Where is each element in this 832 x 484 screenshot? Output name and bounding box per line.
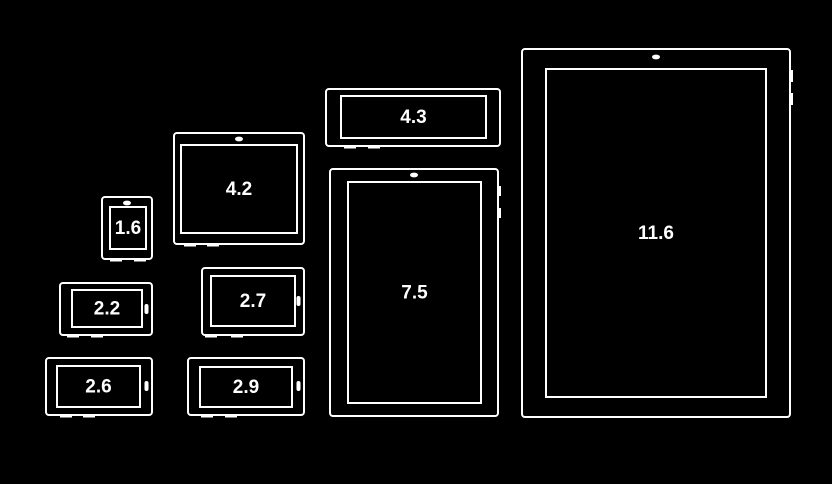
device-display-2-6: 2.6 bbox=[45, 357, 153, 418]
hardware-button-icon bbox=[497, 208, 501, 218]
size-label: 2.7 bbox=[240, 291, 266, 312]
device-bezel bbox=[59, 282, 153, 336]
camera-icon bbox=[235, 136, 243, 142]
size-label: 7.5 bbox=[401, 283, 428, 304]
device-display-1-6: 1.6 bbox=[101, 196, 153, 262]
connector-tab bbox=[207, 244, 219, 247]
device-bezel bbox=[101, 196, 153, 260]
connector-tab bbox=[67, 335, 79, 338]
device-screen bbox=[71, 289, 143, 328]
size-label: 2.2 bbox=[94, 299, 120, 320]
side-button-icon bbox=[144, 381, 149, 391]
connector-tab bbox=[201, 415, 213, 418]
connector-tab bbox=[134, 259, 146, 262]
hardware-button-icon bbox=[789, 93, 793, 105]
connector-tab bbox=[110, 259, 122, 262]
connector-tab bbox=[344, 146, 356, 149]
size-label: 4.3 bbox=[400, 107, 426, 128]
camera-icon bbox=[652, 54, 660, 60]
size-label: 2.9 bbox=[233, 377, 259, 398]
device-bezel bbox=[521, 48, 791, 418]
connector-tab bbox=[83, 415, 95, 418]
device-display-11-6: 11.6 bbox=[521, 48, 793, 418]
device-display-7-5: 7.5 bbox=[329, 168, 501, 417]
side-button-icon bbox=[144, 304, 149, 314]
device-bezel bbox=[187, 357, 305, 416]
device-display-2-9: 2.9 bbox=[187, 357, 305, 418]
device-screen bbox=[347, 181, 482, 404]
device-display-4-3: 4.3 bbox=[325, 88, 501, 149]
device-screen bbox=[210, 275, 296, 327]
connector-tab bbox=[91, 335, 103, 338]
device-screen bbox=[545, 68, 767, 398]
device-screen bbox=[56, 365, 141, 408]
size-label: 11.6 bbox=[638, 223, 674, 244]
connector-tab bbox=[184, 244, 196, 247]
size-label: 4.2 bbox=[226, 179, 252, 200]
device-screen bbox=[109, 206, 147, 250]
device-bezel bbox=[201, 267, 305, 336]
size-label: 1.6 bbox=[115, 218, 141, 239]
connector-tab bbox=[231, 335, 243, 338]
device-bezel bbox=[173, 132, 305, 245]
hardware-button-icon bbox=[497, 186, 501, 196]
connector-tab bbox=[60, 415, 72, 418]
connector-tab bbox=[205, 335, 217, 338]
camera-icon bbox=[410, 172, 418, 178]
camera-icon bbox=[123, 200, 131, 206]
connector-tab bbox=[225, 415, 237, 418]
side-button-icon bbox=[296, 296, 301, 306]
hardware-button-icon bbox=[789, 70, 793, 82]
device-screen bbox=[199, 366, 293, 408]
device-screen bbox=[340, 95, 487, 139]
device-screen bbox=[180, 144, 298, 234]
device-bezel bbox=[325, 88, 501, 147]
device-bezel bbox=[45, 357, 153, 416]
connector-tab bbox=[368, 146, 380, 149]
device-display-2-7: 2.7 bbox=[201, 267, 305, 338]
device-display-2-2: 2.2 bbox=[59, 282, 153, 338]
device-display-4-2: 4.2 bbox=[173, 132, 305, 247]
devices-layer: 1.6 2.2 2.6 4.2 2.7 2.9 4.3 7.5 11.6 bbox=[45, 48, 793, 418]
device-bezel bbox=[329, 168, 499, 417]
size-label: 2.6 bbox=[85, 377, 111, 398]
side-button-icon bbox=[296, 381, 301, 391]
